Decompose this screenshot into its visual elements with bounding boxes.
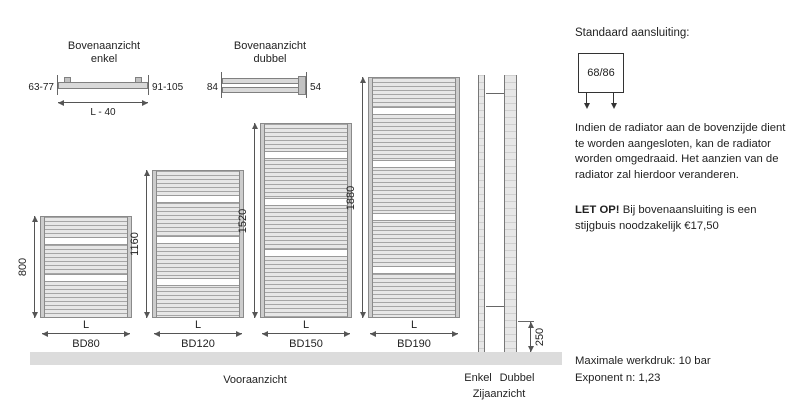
width-dim-line-BD80 [42, 331, 130, 337]
sideview-connector-bottom [486, 306, 504, 307]
down-arrow-icon [611, 92, 617, 109]
height-dim-line-BD150 [252, 123, 258, 318]
radiator-rail-left [40, 217, 45, 317]
model-name-BD150: BD150 [289, 338, 323, 350]
radiator-rail-right [127, 217, 132, 317]
info-paragraph: Indien de radiator aan de bovenzijde die… [575, 122, 786, 181]
radiator-gap [157, 236, 239, 244]
radiator-gap [265, 198, 347, 206]
model-name-BD120: BD120 [181, 338, 215, 350]
sideview-250-dim-label: 250 [534, 327, 546, 347]
width-label-BD80: L [82, 319, 90, 331]
radiator-gap [373, 266, 455, 274]
height-label-BD80: 800 [17, 257, 29, 277]
sideview-250-extension-tick [518, 321, 534, 322]
radiator-rail-right [347, 124, 352, 317]
radiator-gap [373, 160, 455, 168]
topview-double-end-tick-right [306, 72, 307, 98]
note-emphasis: LET OP! [575, 204, 620, 216]
height-label-BD120: 1160 [129, 232, 141, 256]
radiator-gap [157, 278, 239, 286]
width-dim-line-BD150 [262, 331, 350, 337]
topview-single-title: Bovenaanzicht enkel [48, 40, 160, 66]
radiator-rail-left [368, 78, 373, 317]
topview-double-title-line2: dubbel [253, 53, 287, 65]
topview-double-dim-left: 84 [206, 82, 218, 93]
sideview-label-single: Enkel [464, 372, 492, 384]
radiator-gap [373, 107, 455, 115]
sideview-connector-top [486, 93, 504, 94]
radiator-body-BD190 [368, 77, 460, 318]
radiator-rail-left [152, 171, 157, 317]
topview-double-dim-right: 54 [310, 82, 322, 93]
sideview-column-double [504, 75, 517, 352]
height-label-BD150: 1520 [237, 208, 249, 233]
info-title: Standaard aansluiting: [575, 27, 690, 39]
radiator-gap [157, 195, 239, 203]
topview-single-width-dim-label: L - 40 [90, 107, 116, 118]
topview-single-end-tick-left [57, 75, 58, 95]
radiator-gap [45, 274, 127, 282]
radiator-gap [373, 213, 455, 221]
radiator-body-BD80 [40, 216, 132, 318]
topview-single-dim-right: 91-105 [152, 82, 184, 93]
front-view-caption: Vooraanzicht [223, 374, 287, 386]
topview-single-profile [58, 82, 148, 89]
radiator-gap [45, 237, 127, 245]
topview-single-dim-left: 63-77 [28, 82, 54, 93]
info-note: LET OP! Bij bovenaansluiting is een stij… [575, 203, 797, 234]
topview-double-end-tick-left [221, 72, 222, 98]
topview-single-title-line2: enkel [90, 53, 118, 65]
floor-line [30, 352, 562, 365]
height-dim-line-BD190 [360, 77, 366, 318]
sideview-label-double: Dubbel [499, 372, 535, 384]
topview-single-width-dim-line [58, 100, 148, 106]
sideview-column-single [478, 75, 485, 352]
radiator-body-BD120 [152, 170, 244, 318]
topview-double-collector [298, 76, 306, 95]
radiator-rail-left [260, 124, 265, 317]
note-text: Bij bovenaansluiting is een stijgbuis no… [575, 204, 757, 232]
down-arrow-icon [584, 92, 590, 109]
exponent-text: Exponent n: 1,23 [575, 372, 661, 384]
topview-single-title-line1: Bovenaanzicht [67, 40, 141, 52]
height-dim-line-BD120 [144, 170, 150, 318]
sideview-250-dim-line [528, 322, 534, 352]
topview-single-end-tick-right [148, 75, 149, 95]
width-dim-line-BD120 [154, 331, 242, 337]
height-dim-line-BD80 [32, 216, 38, 318]
model-name-BD190: BD190 [397, 338, 431, 350]
width-label-BD120: L [194, 319, 202, 331]
max-pressure-text: Maximale werkdruk: 10 bar [575, 355, 711, 367]
radiator-gap [265, 249, 347, 257]
radiator-rail-right [239, 171, 244, 317]
width-label-BD150: L [302, 319, 310, 331]
side-view-caption: Zijaanzicht [472, 388, 526, 400]
radiator-body-BD150 [260, 123, 352, 318]
width-label-BD190: L [410, 319, 418, 331]
radiator-gap [265, 151, 347, 159]
topview-double-title: Bovenaanzicht dubbel [214, 40, 326, 66]
radiator-rail-right [455, 78, 460, 317]
model-name-BD80: BD80 [72, 338, 100, 350]
width-dim-line-BD190 [370, 331, 458, 337]
height-label-BD190: 1880 [345, 185, 357, 210]
connection-size-box: 68/86 [578, 53, 624, 93]
topview-double-title-line1: Bovenaanzicht [233, 40, 307, 52]
